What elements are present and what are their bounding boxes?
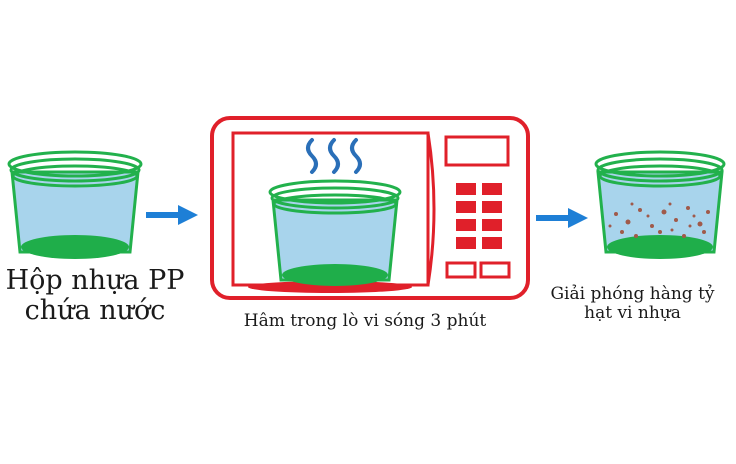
step2-caption: Hâm trong lò vi sóng 3 phút [205,311,525,331]
step3-caption: Giải phóng hàng tỷ hạt vi nhựa [540,284,725,324]
microwave-icon [210,116,530,300]
pp-container-icon [7,150,143,259]
step2-caption-line1: Hâm trong lò vi sóng 3 phút [243,311,487,331]
step3-caption-line2: hạt vi nhựa [584,303,681,324]
arrow-right-icon [536,208,588,228]
steam-icon [306,138,362,174]
step3-caption-line1: Giải phóng hàng tỷ [550,284,715,304]
microplastic-particles-icon [608,202,710,238]
pp-container-icon [594,150,726,259]
step1-caption: Hộp nhựa PP chứa nước [5,265,185,327]
arrow-right-icon [146,205,198,225]
step1-caption-line2: chứa nước [24,295,166,327]
step1-caption-line1: Hộp nhựa PP [5,265,185,296]
pp-container-icon [268,179,402,286]
